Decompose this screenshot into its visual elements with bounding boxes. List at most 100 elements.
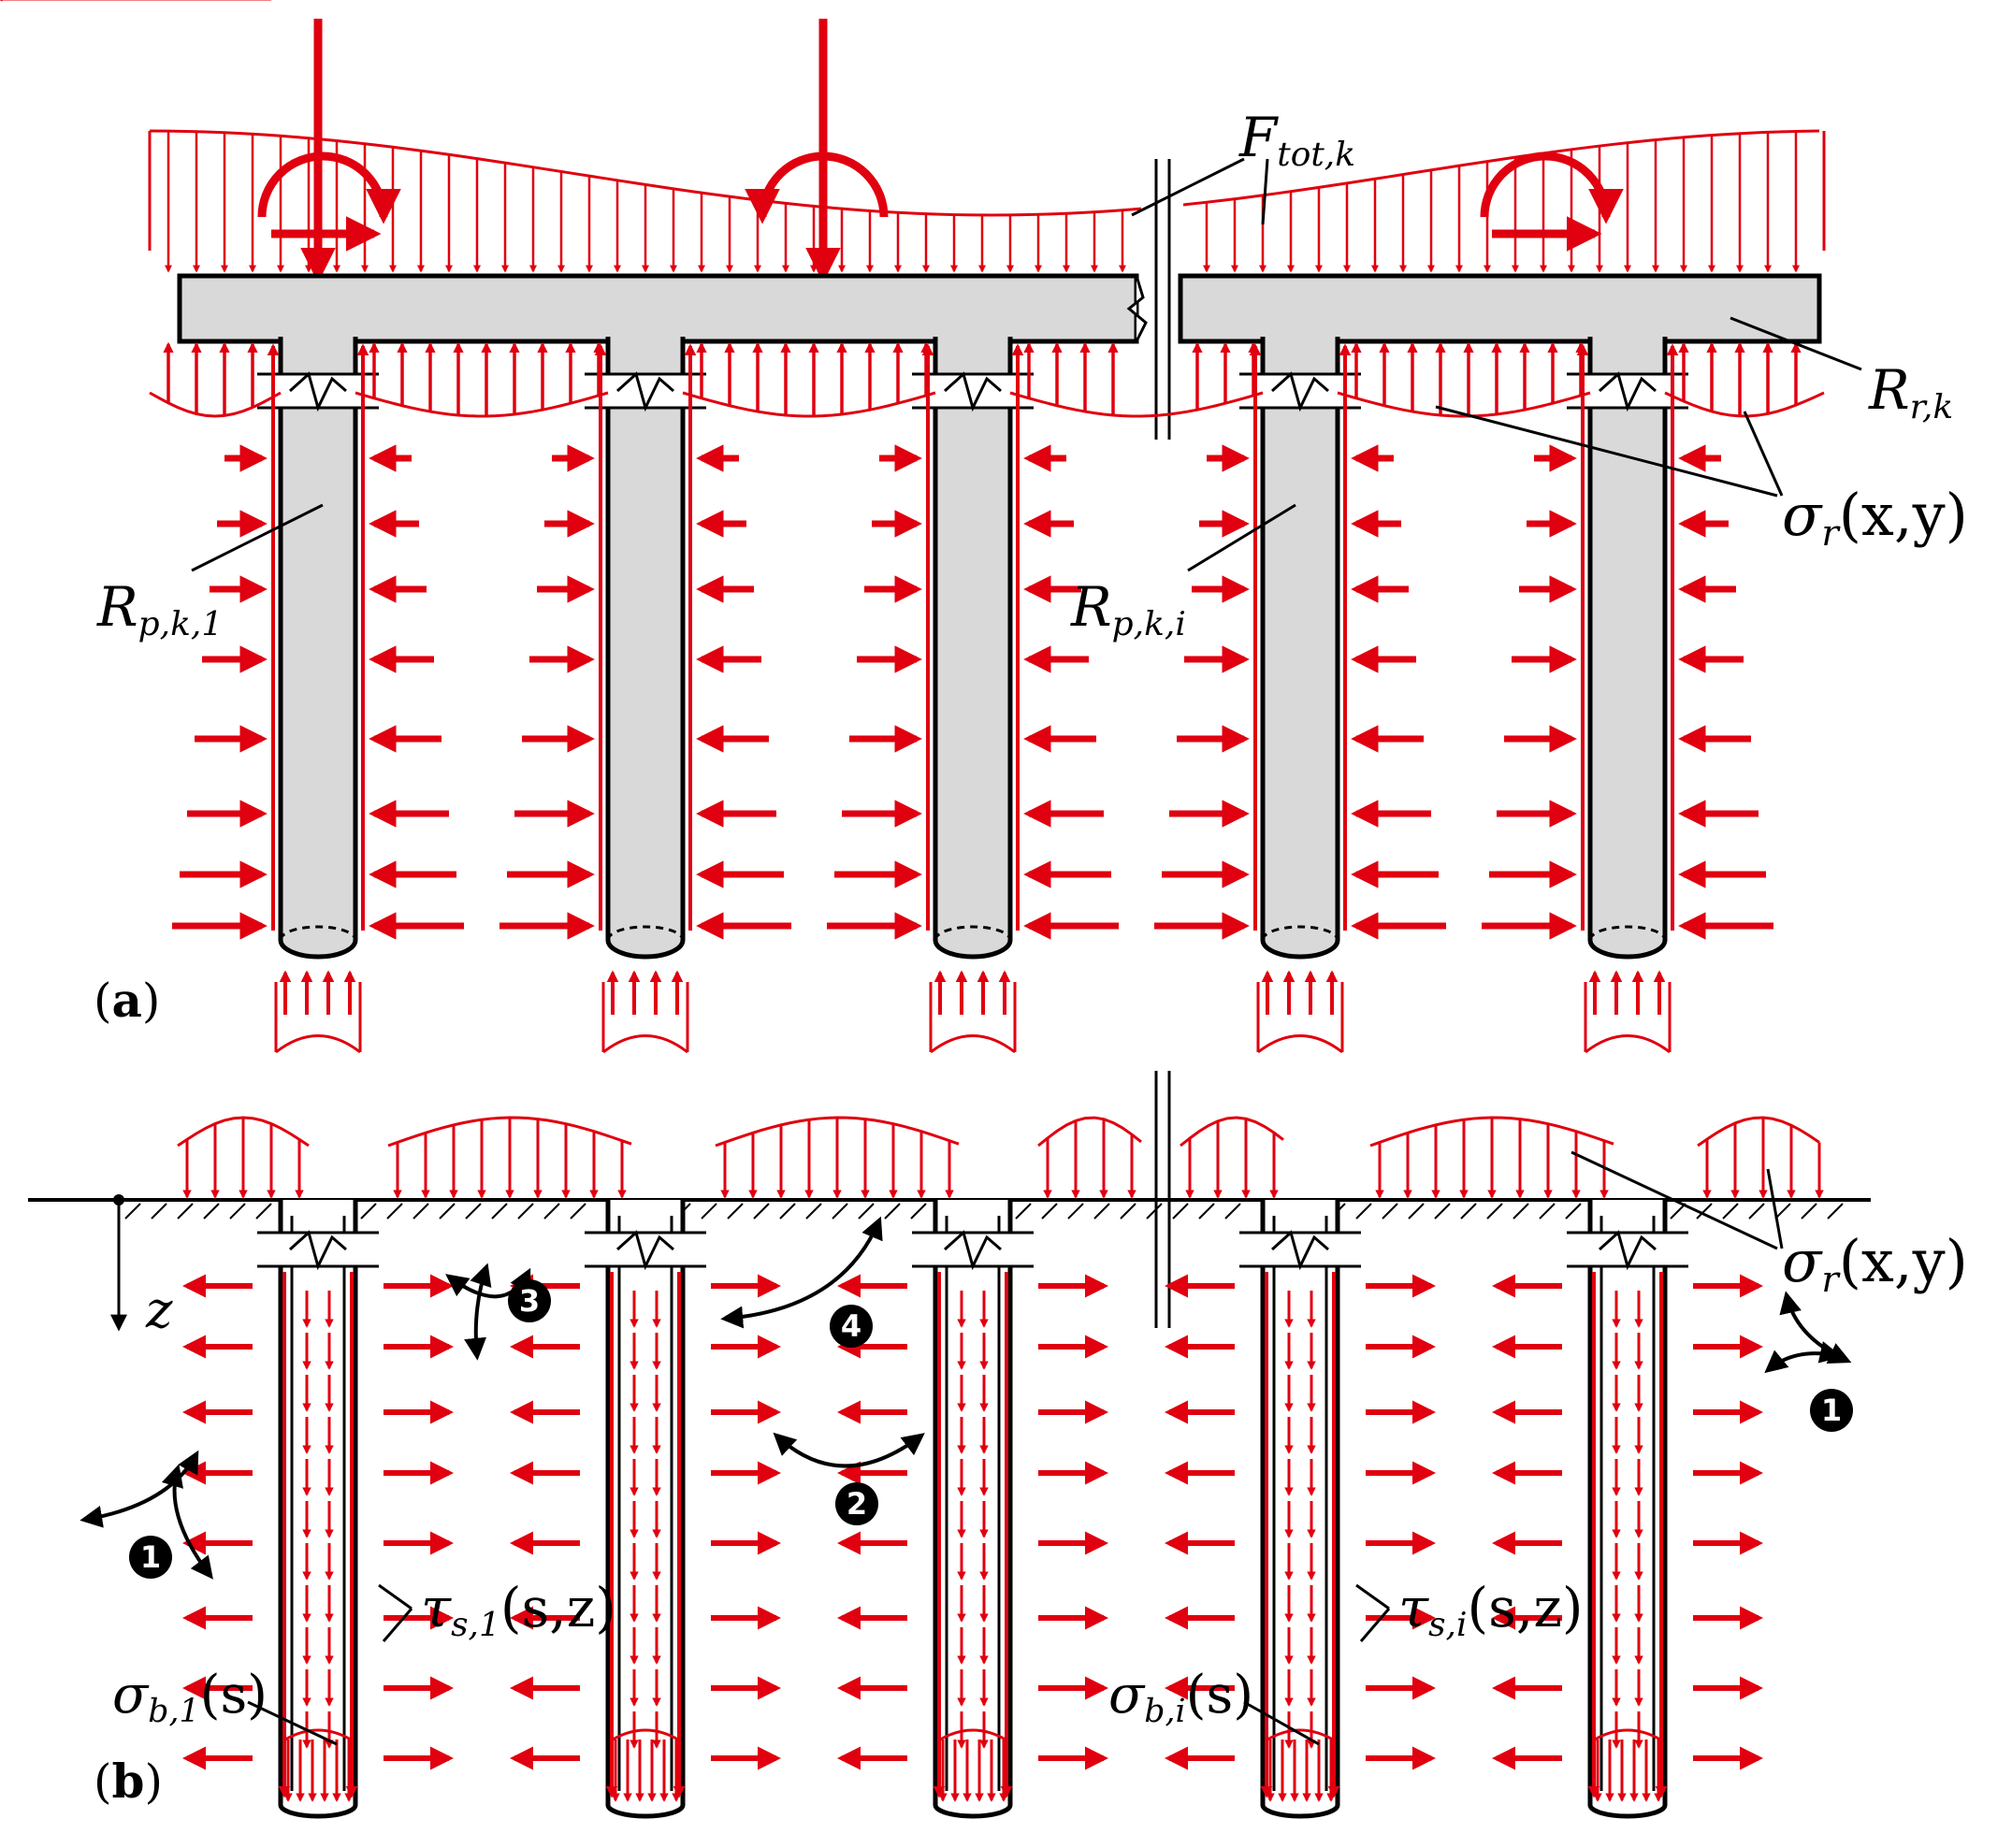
label-sigma-r-b: σr(x,y) — [1782, 1233, 1968, 1298]
tau-1-sub: s,1 — [451, 1606, 500, 1645]
panel-label-a: (a) — [94, 973, 161, 1028]
ground-hatch — [1172, 1203, 1189, 1220]
interaction-1-left-arc — [161, 1464, 213, 1580]
ground-hatch — [124, 1203, 141, 1220]
pile-shaft-a — [1587, 337, 1668, 960]
base-stress-envelope — [1267, 1728, 1334, 1741]
ground-hatch — [727, 1203, 744, 1220]
leader-f-tot — [1261, 158, 1269, 225]
pile-shaft-b — [605, 1200, 686, 1819]
sigma-r-b-main: σ — [1782, 1227, 1822, 1295]
ground-hatch — [1565, 1203, 1582, 1220]
ground-hatch — [1434, 1203, 1451, 1220]
panel-label-b: (b) — [94, 1754, 163, 1809]
break-gap — [1239, 374, 1361, 408]
label-r-p-k-1: Rp,k,1 — [97, 580, 223, 642]
ground-hatch — [1041, 1203, 1058, 1220]
sigma-b1-main: σ — [112, 1665, 149, 1725]
ground-hatch — [229, 1203, 246, 1220]
pile-shaft-a — [278, 337, 358, 960]
raft-pressure-envelope — [149, 391, 282, 418]
ground-hatch — [1801, 1203, 1817, 1220]
interaction-badge-2: 2 — [835, 1482, 878, 1525]
pile-tip-dashed — [934, 925, 1012, 941]
raft-right — [1178, 273, 1822, 344]
leader-r-pi — [1187, 503, 1296, 572]
sigma-r-b-args: (x,y) — [1838, 1227, 1968, 1295]
ground-hatch — [465, 1203, 482, 1220]
ground-hatch — [1460, 1203, 1477, 1220]
interaction-1-left-arc — [80, 1450, 199, 1528]
sigma-r-b-sub: r — [1821, 1258, 1839, 1301]
ground-hatch — [701, 1203, 717, 1220]
pile-tip-dashed — [606, 925, 685, 941]
ground-hatch — [413, 1203, 429, 1220]
ground-hatch — [1067, 1203, 1084, 1220]
leader-f-tot — [1131, 157, 1245, 217]
ground-hatch — [805, 1203, 822, 1220]
break-zigzag — [1270, 371, 1329, 412]
moment-arc — [257, 152, 401, 224]
label-r-r-k: Rr,k — [1869, 363, 1953, 425]
tau-i-sub: s,i — [1428, 1606, 1468, 1645]
tau-1-args: (s,z) — [499, 1576, 616, 1639]
ground-hatch — [832, 1203, 848, 1220]
interaction-4-arc — [720, 1216, 883, 1329]
pile-shaft-a — [933, 337, 1013, 960]
r-r-sub: r,k — [1909, 388, 1954, 427]
sigma-b1-args: (s) — [199, 1665, 268, 1725]
ground-hatch — [255, 1203, 272, 1220]
raft-pressure-envelope — [1337, 391, 1591, 418]
top-load-envelope-right — [1182, 129, 1820, 207]
ground-hatch — [1696, 1203, 1713, 1220]
leader-sigma-bi — [1243, 1700, 1320, 1746]
tau-i-args: (s,z) — [1467, 1576, 1584, 1639]
base-resistance-envelope — [275, 1034, 361, 1054]
sigma-bi-args: (s) — [1185, 1665, 1254, 1725]
raft-pressure-envelope — [682, 391, 936, 418]
tau-i-main: τ — [1398, 1576, 1429, 1639]
panel-a-letter: a — [111, 973, 142, 1028]
label-r-p-k-i: Rp,k,i — [1071, 580, 1186, 642]
interaction-1-right-arc — [1764, 1341, 1843, 1374]
label-tau-s-i: τs,i(s,z) — [1398, 1581, 1584, 1642]
ground-hatch — [177, 1203, 194, 1220]
ground-hatch — [884, 1203, 901, 1220]
break-gap — [585, 1233, 706, 1266]
tau-1-main: τ — [421, 1576, 452, 1639]
base-stress-envelope — [612, 1728, 679, 1741]
interaction-badge-1-right: 1 — [1810, 1389, 1853, 1432]
ground-hatch — [779, 1203, 796, 1220]
surface-pressure-envelope — [1037, 1116, 1142, 1148]
break-zigzag — [943, 1230, 1002, 1271]
panel-b-graphics — [28, 1071, 1871, 1819]
sigma-b1-sub: b,1 — [148, 1692, 200, 1730]
ground-hatch — [543, 1203, 560, 1220]
break-zigzag — [1598, 371, 1657, 412]
leader-sigma-r — [1435, 405, 1778, 498]
pile-tip-dashed — [1588, 925, 1667, 941]
leader-sigma-r — [1743, 411, 1784, 497]
pile-shaft-b — [933, 1200, 1013, 1819]
ground-hatch — [1355, 1203, 1372, 1220]
base-resistance-envelope — [1585, 1034, 1671, 1054]
ground-hatch — [1486, 1203, 1503, 1220]
ground-hatch — [1670, 1203, 1686, 1220]
break-gap — [257, 374, 379, 408]
ground-hatch — [203, 1203, 220, 1220]
break-zigzag — [1598, 1230, 1657, 1271]
break-gap — [912, 374, 1034, 408]
interaction-badge-3: 3 — [508, 1279, 551, 1322]
label-sigma-b-i: σb,i(s) — [1108, 1669, 1253, 1728]
ground-hatch — [858, 1203, 875, 1220]
moment-arc — [745, 152, 889, 224]
break-gap — [912, 1233, 1034, 1266]
raft-pressure-envelope — [355, 391, 609, 418]
ground-hatch — [1513, 1203, 1529, 1220]
break-zigzag — [288, 371, 347, 412]
label-z-axis: z — [146, 1280, 173, 1339]
ground-hatch — [1827, 1203, 1844, 1220]
break-mark — [1126, 275, 1148, 342]
ground-hatch — [1093, 1203, 1110, 1220]
